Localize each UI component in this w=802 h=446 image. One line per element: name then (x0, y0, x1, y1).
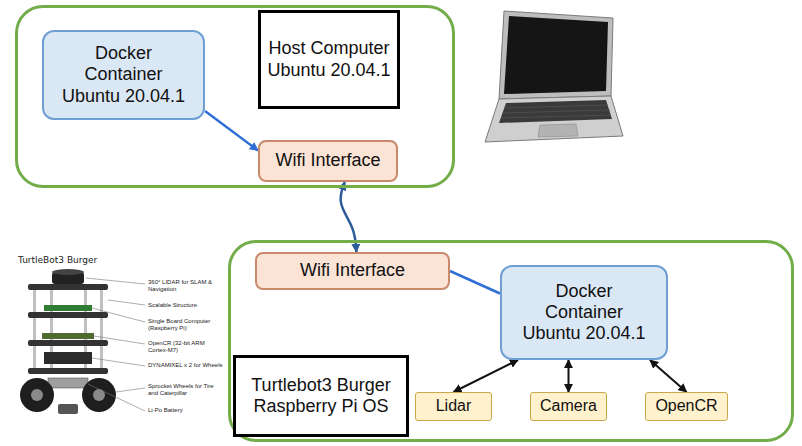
box-label: Docker Container Ubuntu 20.04.1 (519, 281, 649, 345)
part-callout: Single Board Computer (Raspberry Pi) (148, 318, 224, 332)
label-slot: DYNAMIXEL x 2 for Wheels (148, 362, 224, 369)
key-row (502, 110, 610, 113)
connector-arrow (450, 271, 500, 294)
laptop-lid (499, 11, 613, 99)
laptop-screen (504, 16, 608, 94)
connector-arrow (650, 360, 687, 392)
caster (58, 404, 78, 414)
device-box: Camera (530, 392, 607, 421)
label-slot: Sprocket Wheels for Tire and Caterpillar (148, 383, 224, 397)
box-label: Docker Container Ubuntu 20.04.1 (59, 43, 189, 107)
lidar-top (52, 269, 84, 275)
connector-arrow (454, 360, 519, 392)
box-label: Wifi Interface (275, 150, 380, 171)
part-callout: DYNAMIXEL x 2 for Wheels (148, 362, 224, 369)
container-box: Docker Container Ubuntu 20.04.1 (500, 265, 668, 360)
standoff (100, 290, 103, 370)
interface-box: Wifi Interface (255, 252, 450, 290)
standoff (33, 290, 36, 370)
part-callout: Sprocket Wheels for Tire and Caterpillar (148, 383, 224, 397)
leader-line (116, 388, 145, 392)
box-label: OpenCR (655, 397, 717, 416)
label-slot: Li-Po Battery (148, 407, 224, 414)
part-callout: OpenCR (32-bit ARM Cortex-M7) (148, 340, 224, 354)
motor-block (44, 352, 92, 364)
device-box: Lidar (415, 392, 492, 421)
label-slot: TurtleBot3 Burger (18, 255, 128, 265)
laptop-touchpad (538, 124, 578, 137)
plate (28, 368, 108, 374)
part-callout: Li-Po Battery (148, 407, 224, 414)
connector-arrow (568, 360, 570, 392)
opencr-board (42, 333, 94, 339)
device-box: OpenCR (645, 392, 728, 421)
group-heading: Host Computer Ubuntu 20.04.1 (264, 38, 394, 80)
plate (28, 284, 108, 290)
leader-line (108, 300, 145, 305)
leader-line (94, 336, 145, 344)
leader-lines (86, 278, 145, 411)
box-label: Camera (540, 397, 597, 416)
connector-arrow (205, 111, 258, 151)
heading-box: Turtlebot3 Burger Raspberry Pi OS (233, 355, 409, 437)
laptop-base (485, 96, 623, 142)
label-slot: OpenCR (32-bit ARM Cortex-M7) (148, 340, 224, 354)
leader-line (92, 358, 145, 366)
label-slot: Single Board Computer (Raspberry Pi) (148, 318, 224, 332)
part-callout: 360° LIDAR for SLAM & Navigation (148, 279, 224, 293)
heading-box: Host Computer Ubuntu 20.04.1 (258, 10, 400, 109)
system-group: Turtlebot3 Burger Raspberry Pi OS Wifi In… (228, 240, 794, 442)
wheel-hub (93, 389, 105, 401)
group-heading: Turtlebot3 Burger Raspberry Pi OS (245, 375, 397, 417)
laptop-keyboard (499, 100, 612, 123)
plate (28, 312, 108, 318)
box-label: Lidar (436, 397, 472, 416)
container-box: Docker Container Ubuntu 20.04.1 (42, 30, 205, 120)
system-group: Host Computer Ubuntu 20.04.1 Docker Conta… (15, 5, 455, 188)
battery (48, 378, 88, 388)
label-slot: Scalable Structure (148, 302, 224, 309)
key-row (501, 115, 611, 118)
laptop-illustration (485, 11, 623, 142)
interface-box: Wifi Interface (258, 140, 398, 182)
part-callout: Scalable Structure (148, 302, 224, 309)
leader-line (92, 308, 145, 322)
box-label: Wifi Interface (300, 260, 405, 281)
raspberry-pi-board (44, 305, 92, 311)
leader-line (86, 278, 145, 284)
key-row (504, 105, 608, 108)
label-slot: 360° LIDAR for SLAM & Navigation (148, 279, 224, 293)
plate (28, 340, 108, 346)
keyboard-rows (501, 105, 611, 118)
leader-line (88, 384, 145, 411)
illustration-title: TurtleBot3 Burger (18, 255, 128, 265)
robot-illustration (20, 269, 145, 414)
wheel-hub (31, 389, 43, 401)
wheel (20, 378, 54, 412)
